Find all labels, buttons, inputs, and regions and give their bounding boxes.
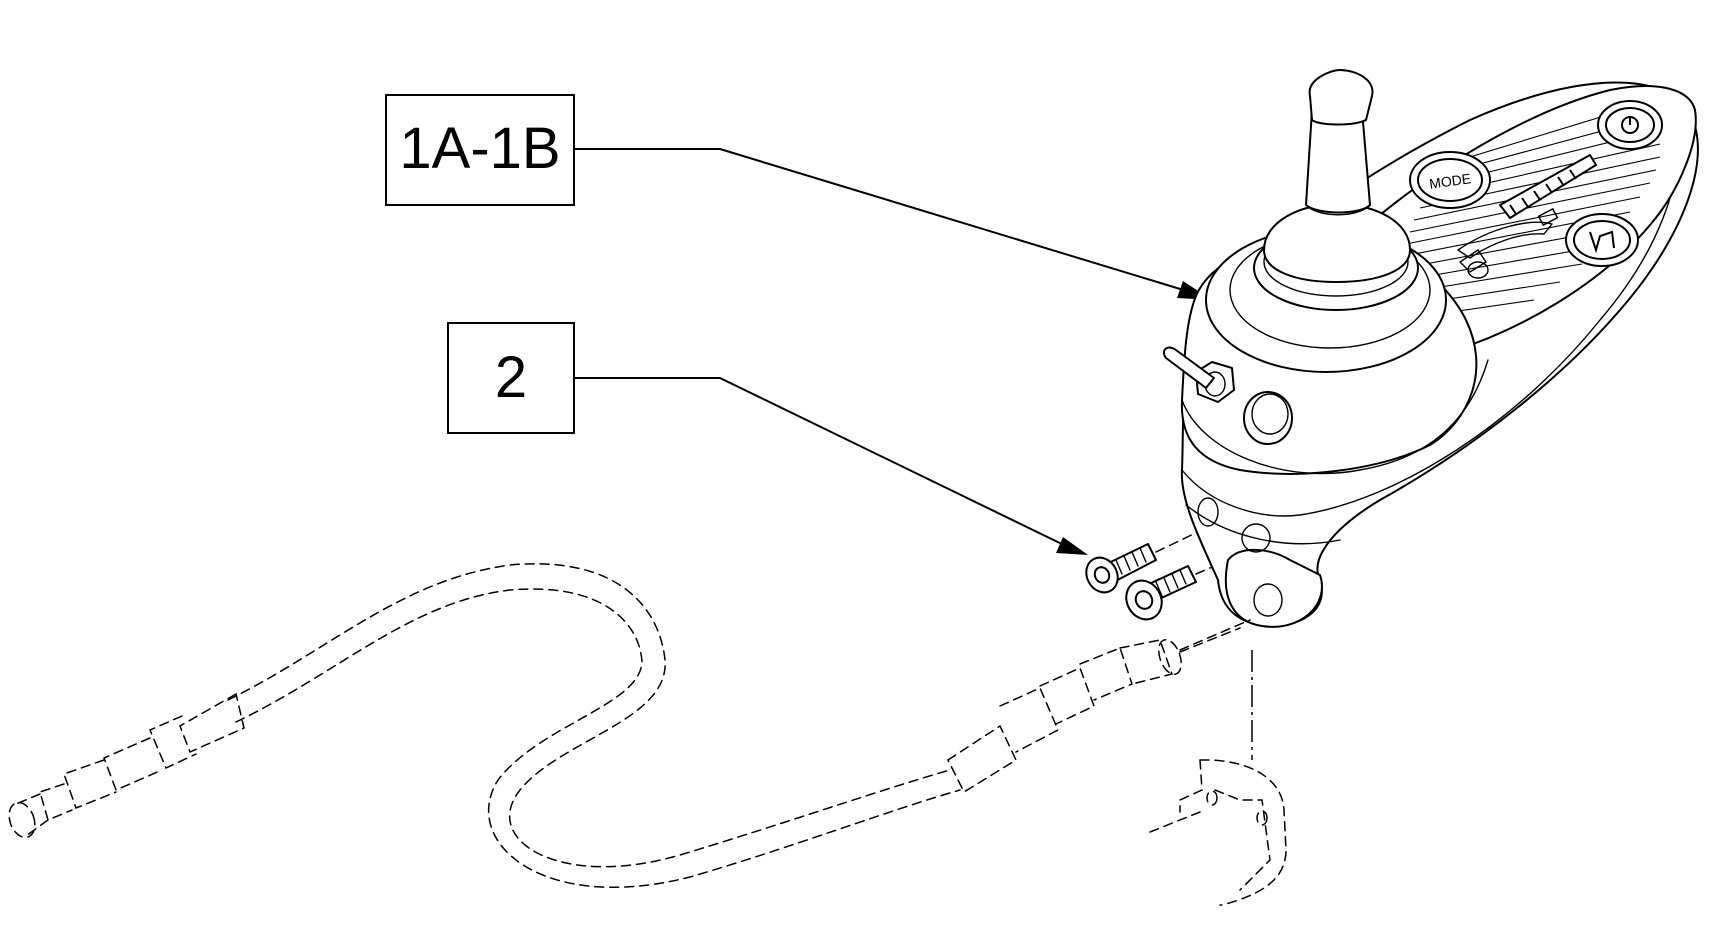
joystick-knob[interactable] — [1263, 69, 1411, 283]
profile-icon — [1467, 261, 1489, 279]
screw-2 — [1125, 565, 1197, 621]
charger-socket — [1243, 391, 1293, 445]
alignment-line-cable — [1179, 619, 1251, 651]
power-button[interactable] — [1597, 100, 1663, 150]
callout-label-1a-1b: 1A-1B — [399, 116, 560, 181]
callout-box-2 — [447, 322, 575, 434]
indicator-slot — [1457, 221, 1553, 259]
horn-button[interactable] — [1565, 213, 1639, 267]
joystick-controller: MODE — [1162, 69, 1699, 628]
callout-2[interactable]: 2 — [447, 322, 1088, 555]
speed-icon — [1459, 249, 1487, 273]
toggle-switch[interactable] — [1162, 346, 1235, 403]
left-connector — [8, 692, 245, 839]
mounting-bracket — [1149, 650, 1287, 906]
cable-harness — [8, 563, 1241, 888]
battery-icon — [1537, 207, 1559, 227]
leader-line-2 — [573, 377, 1069, 548]
mode-button[interactable]: MODE — [1409, 151, 1491, 209]
callout-label-2: 2 — [495, 345, 527, 410]
leader-line-1a-1b — [573, 148, 1191, 293]
callout-1a-1b[interactable]: 1A-1B — [385, 94, 1212, 300]
power-icon — [1621, 116, 1639, 134]
callout-box-1a-1b — [385, 94, 575, 206]
mode-button-label: MODE — [1428, 170, 1472, 192]
right-connector — [947, 627, 1241, 794]
horn-icon — [1589, 230, 1615, 254]
arrowhead-2 — [1056, 537, 1088, 555]
battery-gauge — [1499, 154, 1597, 227]
screw-1 — [1085, 543, 1157, 594]
